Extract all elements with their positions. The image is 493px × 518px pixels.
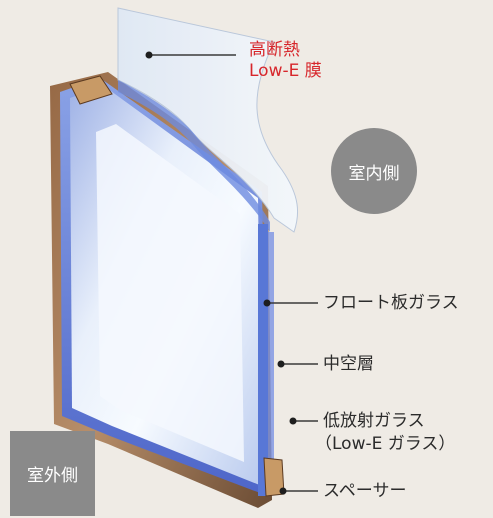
lowe-glass-label-line2: （Low-E ガラス） <box>315 433 456 454</box>
float-glass-label: フロート板ガラス <box>323 293 459 313</box>
air-layer-label: 中空層 <box>323 354 374 374</box>
callout-dot-film <box>145 51 153 59</box>
spacer-top <box>69 75 113 105</box>
lowe-film-label-line1: 高断熱 <box>249 40 300 60</box>
glass-curved-edge <box>118 80 270 232</box>
outdoor-side-badge: 室外側 <box>10 431 95 516</box>
lowe-glass-label: 低放射ガラス （Low-E ガラス） <box>315 410 455 456</box>
callout-dot-spacer <box>279 487 287 495</box>
glass-inner-panel <box>96 124 244 462</box>
lowe-glass-label-line1: 低放射ガラス <box>323 411 425 431</box>
callout-dot-air <box>277 360 285 368</box>
lowe-film-sheet <box>117 7 299 233</box>
lowe-film-label-line2: Low-E 膜 <box>249 61 322 82</box>
lowe-film-label: 高断熱 Low-E 膜 <box>249 40 322 83</box>
indoor-side-badge: 室内側 <box>331 128 417 214</box>
glass-right-edge-highlight <box>268 232 274 494</box>
callout-dot-float <box>263 299 271 307</box>
glass-right-edge <box>258 224 268 496</box>
spacer-label: スペーサー <box>323 481 407 501</box>
callout-dot-lowe <box>289 417 297 425</box>
